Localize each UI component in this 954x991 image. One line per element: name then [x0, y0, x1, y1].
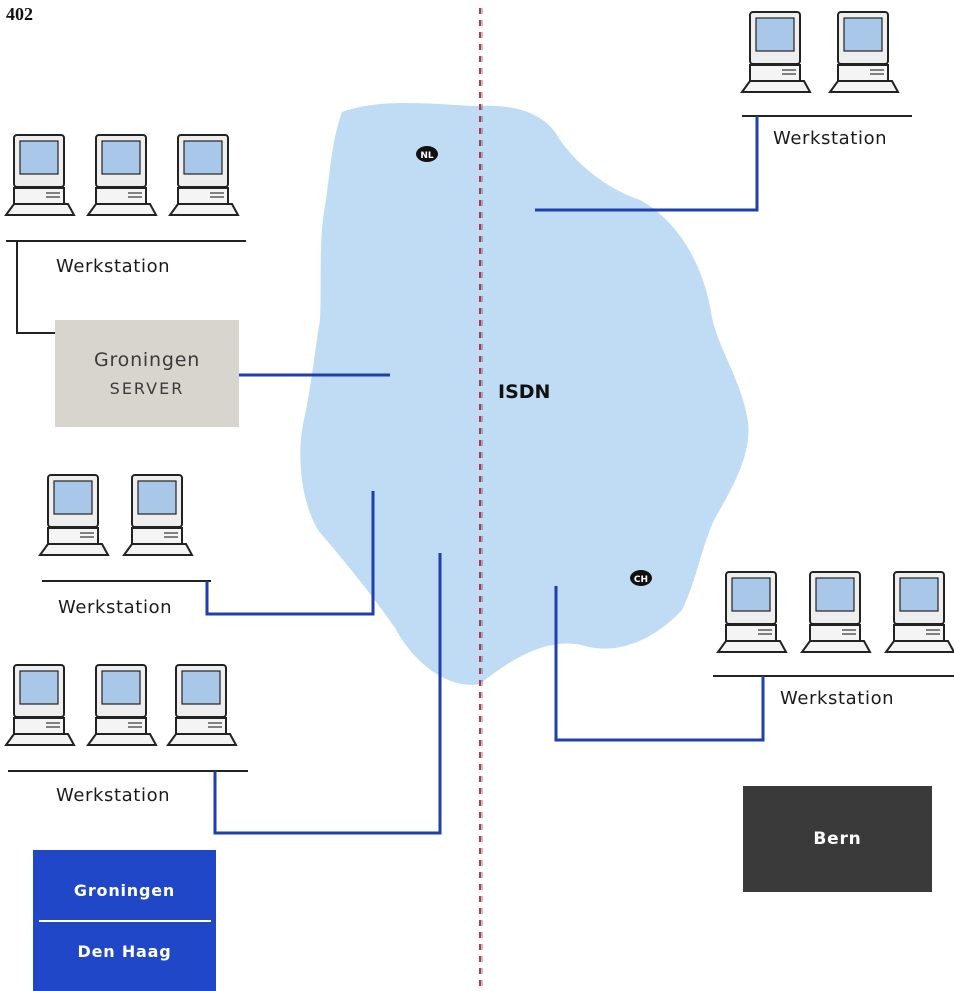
server-type-label: SERVER — [109, 379, 185, 398]
groningen-den-haag-box: Groningen Den Haag — [33, 850, 216, 991]
isdn-label: ISDN — [498, 381, 551, 403]
workstation-group-middle-left — [39, 474, 193, 556]
workstation-group-top-right — [741, 11, 899, 93]
legend-divider — [38, 919, 211, 922]
isdn-cloud — [300, 103, 749, 685]
workstation-group-bottom-right — [717, 571, 954, 653]
ch-badge: CH — [630, 570, 652, 586]
server-city-label: Groningen — [93, 349, 201, 371]
bottom-left-isdn-link — [213, 553, 442, 835]
top-right-isdn-link — [535, 116, 759, 212]
workstation-label-top-left: Werkstation — [56, 256, 171, 277]
svg-text:NL: NL — [420, 151, 434, 161]
workstation-group-top-left — [5, 134, 239, 216]
workstation-label-top-right: Werkstation — [773, 128, 888, 149]
workstation-label-middle-left: Werkstation — [58, 597, 173, 618]
workstation-label-bottom-left: Werkstation — [56, 785, 171, 806]
workstation-label-bottom-right: Werkstation — [780, 688, 895, 709]
groningen-label: Groningen — [73, 880, 176, 900]
svg-text:CH: CH — [634, 575, 648, 585]
page-number: 402 — [6, 4, 33, 24]
bern-box: Bern — [743, 786, 932, 892]
server-uplink-line — [16, 241, 55, 334]
bottom-right-isdn-link — [554, 586, 765, 742]
groningen-server-box: Groningen SERVER — [55, 320, 239, 427]
den-haag-label: Den Haag — [77, 941, 172, 961]
middle-left-isdn-link — [205, 491, 375, 616]
nl-badge: NL — [416, 146, 438, 162]
workstation-group-bottom-left — [5, 664, 237, 746]
bern-label: Bern — [813, 829, 862, 849]
